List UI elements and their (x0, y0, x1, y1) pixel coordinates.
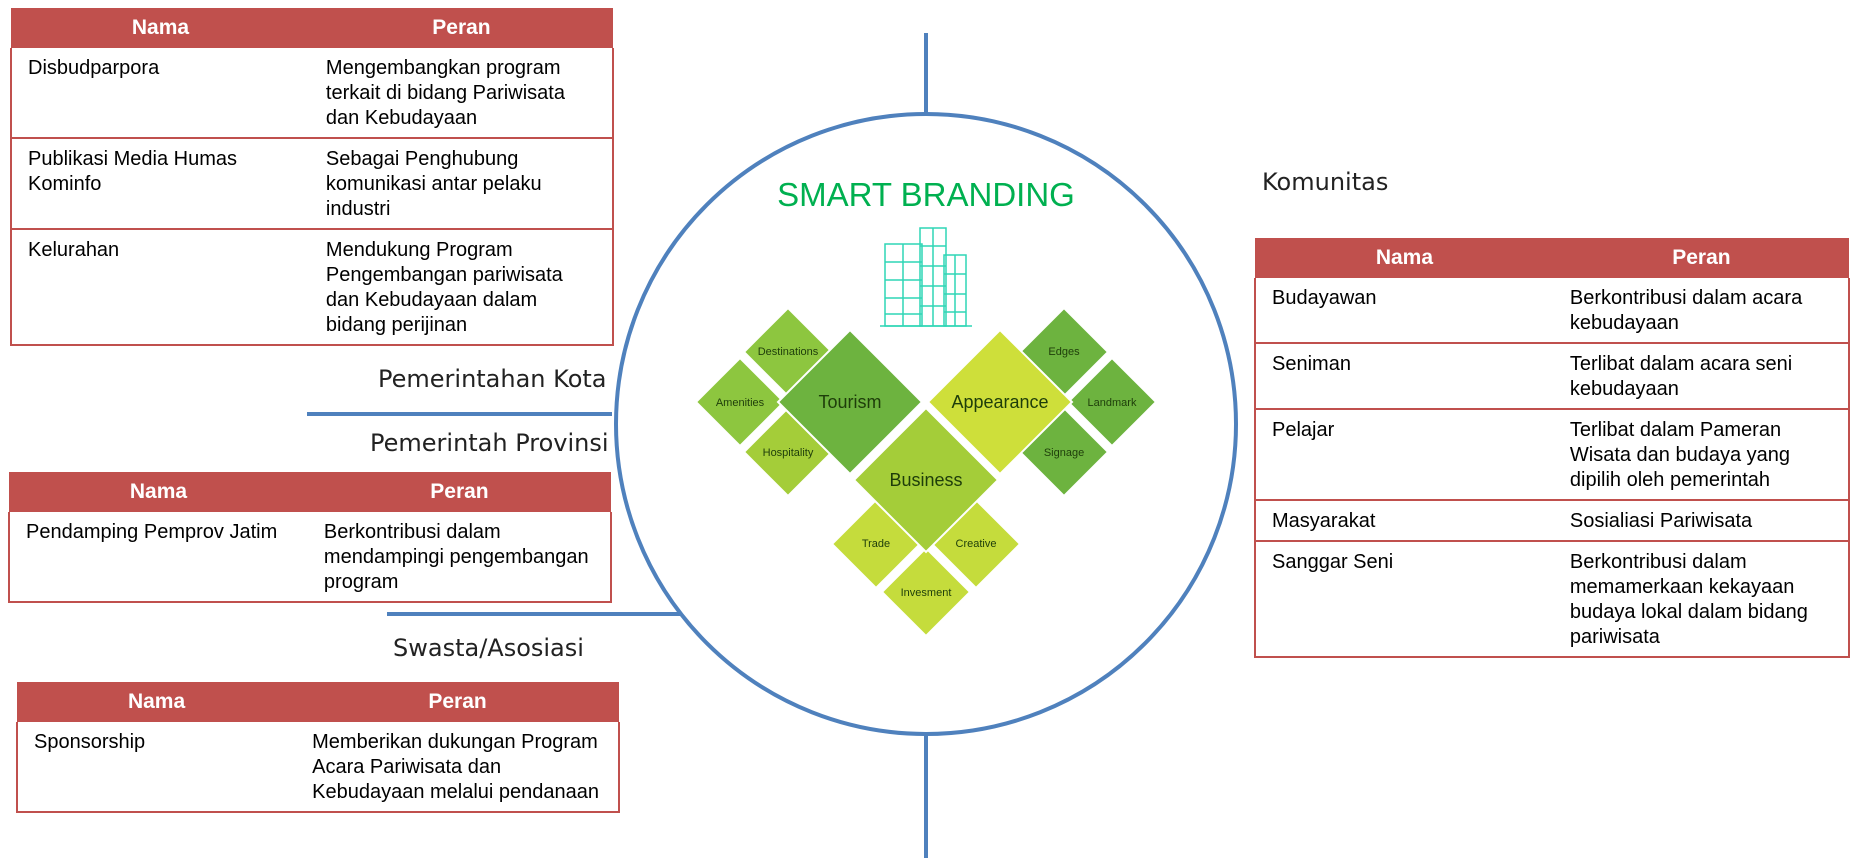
table-row: Budayawan Berkontribusi dalam acara kebu… (1254, 278, 1851, 344)
cell-peran: Berkontribusi dalam acara kebudayaan (1553, 278, 1851, 344)
label-pemerintah-provinsi: Pemerintah Provinsi (370, 429, 609, 457)
svg-text:Creative: Creative (956, 538, 997, 550)
table-row: Pelajar Terlibat dalam Pameran Wisata da… (1254, 409, 1851, 501)
header-peran: Peran (307, 472, 611, 512)
building-icon (880, 227, 972, 327)
svg-text:Amenities: Amenities (716, 397, 765, 409)
table-header-row: Nama Peran (1255, 238, 1849, 278)
cell-peran: Terlibat dalam Pameran Wisata dan budaya… (1553, 409, 1851, 501)
svg-text:Invesment: Invesment (901, 587, 952, 599)
svg-text:Trade: Trade (862, 538, 890, 550)
table-row: Kelurahan Mendukung Program Pengembangan… (10, 229, 615, 346)
table-row: Disbudparpora Mengembangkan program terk… (10, 48, 615, 139)
label-komunitas: Komunitas (1262, 168, 1389, 196)
cell-peran: Berkontribusi dalam memamerkaan kekayaan… (1553, 541, 1851, 658)
header-nama: Nama (17, 682, 297, 722)
svg-text:Destinations: Destinations (758, 346, 819, 358)
cell-peran: Sosialiasi Pariwisata (1553, 500, 1851, 542)
cell-nama: Kelurahan (10, 229, 310, 346)
cell-nama: Sponsorship (15, 722, 297, 813)
header-peran: Peran (296, 682, 619, 722)
amenities-diamond: Amenities (694, 356, 786, 448)
cell-peran: Terlibat dalam acara seni kebudayaan (1553, 343, 1851, 410)
table-row: Seniman Terlibat dalam acara seni kebuda… (1254, 343, 1851, 410)
invesment-diamond: Invesment (880, 546, 972, 638)
cell-nama: Sanggar Seni (1254, 541, 1554, 658)
table-pemerintahan-kota: Nama Peran Disbudparpora Mengembangkan p… (10, 8, 615, 346)
cell-peran: Memberikan dukungan Program Acara Pariwi… (296, 722, 620, 813)
label-pemerintahan-kota: Pemerintahan Kota (378, 365, 607, 393)
diagram-title: SMART BRANDING (777, 176, 1075, 213)
table-header-row: Nama Peran (9, 472, 611, 512)
svg-text:Hospitality: Hospitality (763, 447, 814, 459)
svg-text:Edges: Edges (1048, 346, 1080, 358)
table-row: Publikasi Media Humas Kominfo Sebagai Pe… (10, 138, 615, 230)
landmark-diamond: Landmark (1066, 356, 1158, 448)
cell-peran: Berkontribusi dalam mendampingi pengemba… (307, 512, 613, 603)
svg-text:Signage: Signage (1044, 447, 1084, 459)
header-nama: Nama (9, 472, 308, 512)
business-diamond: Business (852, 406, 1000, 554)
cell-nama: Masyarakat (1254, 500, 1554, 542)
tourism-diamond: Tourism (776, 328, 924, 476)
svg-text:Business: Business (889, 470, 962, 490)
cell-peran: Mendukung Program Pengembangan pariwisat… (309, 229, 615, 346)
cell-peran: Mengembangkan program terkait di bidang … (309, 48, 615, 139)
main-circle (614, 112, 1238, 736)
appearance-diamond: Appearance (926, 328, 1074, 476)
header-peran: Peran (309, 8, 613, 48)
cell-nama: Pelajar (1254, 409, 1554, 501)
table-header-row: Nama Peran (11, 8, 613, 48)
table-row: Sponsorship Memberikan dukungan Program … (15, 722, 620, 813)
table-row: Masyarakat Sosialiasi Pariwisata (1254, 500, 1851, 542)
header-nama: Nama (1255, 238, 1554, 278)
label-swasta: Swasta/Asosiasi (393, 634, 584, 662)
cell-nama: Publikasi Media Humas Kominfo (10, 138, 310, 230)
header-nama: Nama (11, 8, 310, 48)
table-header-row: Nama Peran (17, 682, 619, 722)
table-pemerintah-provinsi: Nama Peran Pendamping Pemprov Jatim Berk… (8, 472, 613, 603)
cell-peran: Sebagai Penghubung komunikasi antar pela… (309, 138, 615, 230)
table-row: Sanggar Seni Berkontribusi dalam memamer… (1254, 541, 1851, 658)
cell-nama: Seniman (1254, 343, 1554, 410)
table-swasta-asosiasi: Nama Peran Sponsorship Memberikan dukung… (15, 682, 620, 813)
cell-nama: Pendamping Pemprov Jatim (8, 512, 308, 603)
header-peran: Peran (1553, 238, 1849, 278)
cell-nama: Disbudparpora (10, 48, 310, 139)
svg-text:Appearance: Appearance (951, 392, 1048, 412)
svg-text:Landmark: Landmark (1088, 397, 1137, 409)
table-komunitas: Nama Peran Budayawan Berkontribusi dalam… (1254, 238, 1851, 658)
svg-text:Tourism: Tourism (818, 392, 881, 412)
table-row: Pendamping Pemprov Jatim Berkontribusi d… (8, 512, 613, 603)
cell-nama: Budayawan (1254, 278, 1554, 344)
